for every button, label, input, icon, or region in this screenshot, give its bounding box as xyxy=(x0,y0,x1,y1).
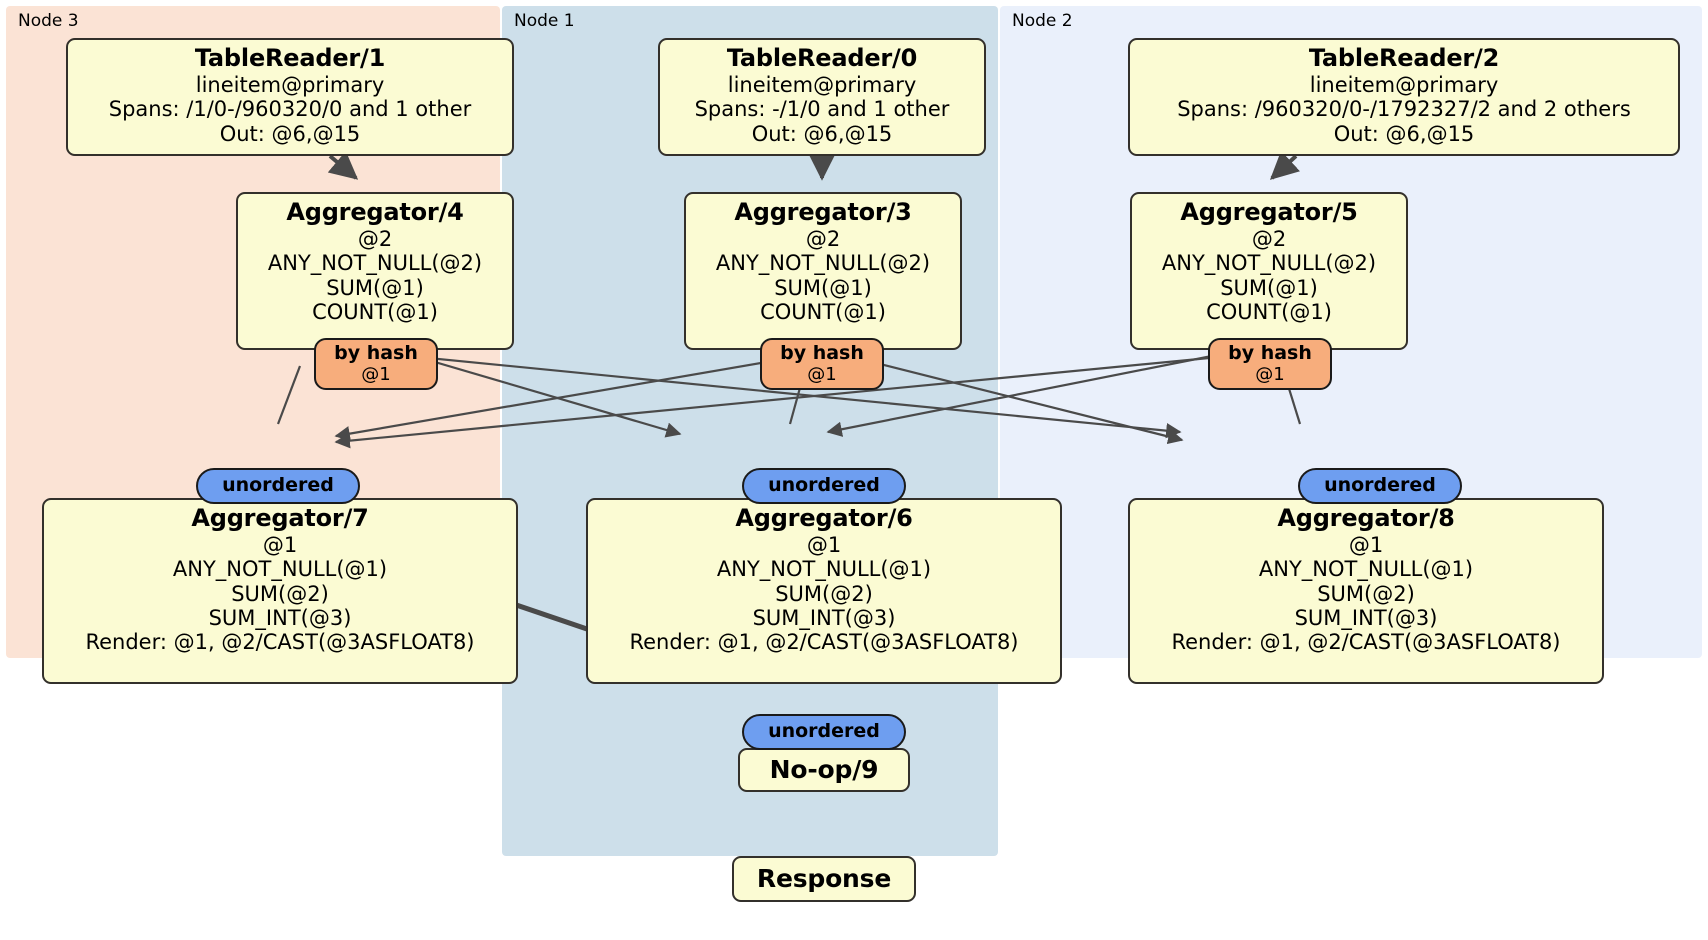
processor-line: ANY_NOT_NULL(@1) xyxy=(172,557,388,582)
processor-line: Spans: -/1/0 and 1 other xyxy=(694,97,950,122)
badge-label: by hash xyxy=(1228,342,1312,365)
processor-line: lineitem@primary xyxy=(1309,72,1499,97)
processor-line: SUM(@1) xyxy=(1220,275,1318,300)
badge-label: unordered xyxy=(768,474,880,497)
badge-unordered-left[interactable]: unordered xyxy=(196,468,360,504)
processor-line: @2 xyxy=(357,226,393,251)
processor-line: @1 xyxy=(1348,532,1384,557)
processor-line: lineitem@primary xyxy=(727,72,917,97)
processor-title: Aggregator/5 xyxy=(1180,198,1358,226)
processor-line: ANY_NOT_NULL(@1) xyxy=(1258,557,1474,582)
processor-line: SUM(@1) xyxy=(774,275,872,300)
badge-unordered-center[interactable]: unordered xyxy=(742,468,906,504)
badge-sublabel: @1 xyxy=(1255,363,1285,385)
processor-line: Render: @1, @2/CAST(@3ASFLOAT8) xyxy=(85,630,475,655)
processor-aggregator-5[interactable]: Aggregator/5 @2 ANY_NOT_NULL(@2) SUM(@1)… xyxy=(1130,192,1408,350)
processor-title: TableReader/1 xyxy=(194,44,386,72)
processor-aggregator-3[interactable]: Aggregator/3 @2 ANY_NOT_NULL(@2) SUM(@1)… xyxy=(684,192,962,350)
processor-title: Aggregator/6 xyxy=(735,504,913,532)
processor-line: SUM(@1) xyxy=(326,275,424,300)
badge-unordered-right[interactable]: unordered xyxy=(1298,468,1462,504)
badge-label: unordered xyxy=(222,474,334,497)
processor-line: Render: @1, @2/CAST(@3ASFLOAT8) xyxy=(1171,630,1561,655)
processor-aggregator-7[interactable]: Aggregator/7 @1 ANY_NOT_NULL(@1) SUM(@2)… xyxy=(42,498,518,684)
processor-table-reader-0[interactable]: TableReader/0 lineitem@primary Spans: -/… xyxy=(658,38,986,156)
badge-sublabel: @1 xyxy=(361,363,391,385)
processor-title: Aggregator/8 xyxy=(1277,504,1455,532)
processor-line: @1 xyxy=(262,532,298,557)
badge-label: unordered xyxy=(768,720,880,743)
processor-line: Out: @6,@15 xyxy=(219,121,361,146)
processor-aggregator-8[interactable]: Aggregator/8 @1 ANY_NOT_NULL(@1) SUM(@2)… xyxy=(1128,498,1604,684)
processor-no-op-9[interactable]: No-op/9 xyxy=(738,748,910,792)
processor-line: SUM(@2) xyxy=(231,581,329,606)
badge-label: by hash xyxy=(780,342,864,365)
processor-line: SUM_INT(@3) xyxy=(208,605,352,630)
processor-line: ANY_NOT_NULL(@2) xyxy=(1161,251,1377,276)
processor-table-reader-2[interactable]: TableReader/2 lineitem@primary Spans: /9… xyxy=(1128,38,1680,156)
badge-label: by hash xyxy=(334,342,418,365)
processor-line: @2 xyxy=(1251,226,1287,251)
badge-label: unordered xyxy=(1324,474,1436,497)
badge-by-hash-left[interactable]: by hash @1 xyxy=(314,338,438,390)
badge-sublabel: @1 xyxy=(807,363,837,385)
processor-line: lineitem@primary xyxy=(195,72,385,97)
node-panel-label: Node 2 xyxy=(1012,11,1073,31)
processor-line: COUNT(@1) xyxy=(1206,299,1332,324)
processor-line: Out: @6,@15 xyxy=(751,121,893,146)
processor-line: ANY_NOT_NULL(@2) xyxy=(267,251,483,276)
processor-line: SUM_INT(@3) xyxy=(1294,605,1438,630)
processor-line: @2 xyxy=(805,226,841,251)
processor-aggregator-4[interactable]: Aggregator/4 @2 ANY_NOT_NULL(@2) SUM(@1)… xyxy=(236,192,514,350)
processor-title: Aggregator/3 xyxy=(734,198,912,226)
processor-response[interactable]: Response xyxy=(732,856,916,902)
processor-line: @1 xyxy=(806,532,842,557)
processor-line: SUM(@2) xyxy=(1317,581,1415,606)
processor-title: TableReader/2 xyxy=(1308,44,1500,72)
processor-line: SUM_INT(@3) xyxy=(752,605,896,630)
processor-title: TableReader/0 xyxy=(726,44,918,72)
badge-unordered-final[interactable]: unordered xyxy=(742,714,906,750)
processor-line: Render: @1, @2/CAST(@3ASFLOAT8) xyxy=(629,630,1019,655)
processor-line: COUNT(@1) xyxy=(312,299,438,324)
node-panel-label: Node 3 xyxy=(18,11,79,31)
node-panel-label: Node 1 xyxy=(514,11,575,31)
processor-title: Aggregator/4 xyxy=(286,198,464,226)
processor-title: Aggregator/7 xyxy=(191,504,369,532)
processor-line: Spans: /1/0-/960320/0 and 1 other xyxy=(108,97,472,122)
processor-line: ANY_NOT_NULL(@2) xyxy=(715,251,931,276)
badge-by-hash-right[interactable]: by hash @1 xyxy=(1208,338,1332,390)
processor-line: ANY_NOT_NULL(@1) xyxy=(716,557,932,582)
processor-line: COUNT(@1) xyxy=(760,299,886,324)
processor-table-reader-1[interactable]: TableReader/1 lineitem@primary Spans: /1… xyxy=(66,38,514,156)
badge-by-hash-center[interactable]: by hash @1 xyxy=(760,338,884,390)
processor-line: Out: @6,@15 xyxy=(1333,121,1475,146)
processor-line: Spans: /960320/0-/1792327/2 and 2 others xyxy=(1177,97,1631,122)
processor-line: SUM(@2) xyxy=(775,581,873,606)
processor-aggregator-6[interactable]: Aggregator/6 @1 ANY_NOT_NULL(@1) SUM(@2)… xyxy=(586,498,1062,684)
processor-title: No-op/9 xyxy=(769,754,879,784)
processor-title: Response xyxy=(756,863,892,893)
